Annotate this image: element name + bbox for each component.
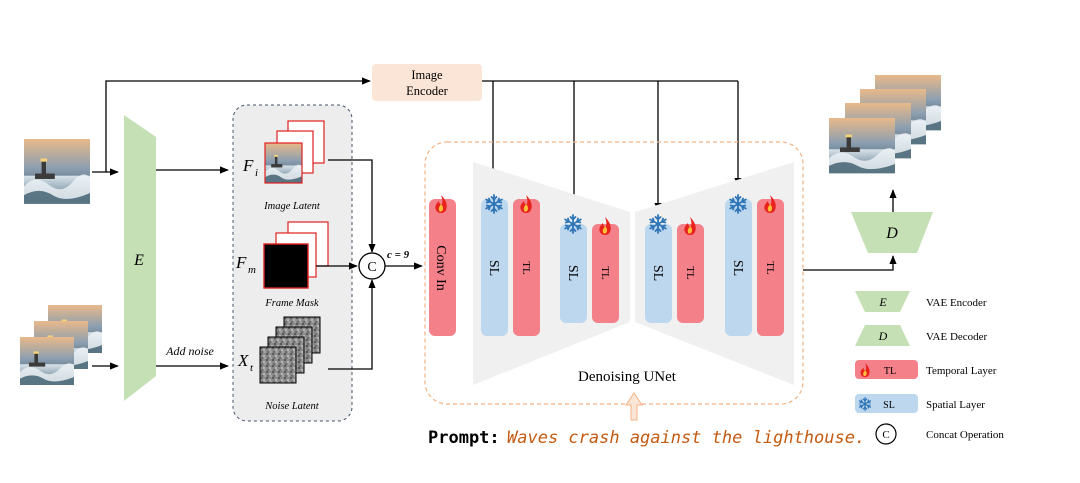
sl-label-1: SL: [486, 260, 501, 276]
temporal-layer-2: [592, 224, 619, 323]
svg-text:C: C: [882, 429, 889, 441]
tl-label-2: TL: [599, 266, 611, 280]
decoder-label: D: [885, 225, 898, 242]
image-encoder-line2: Encoder: [406, 84, 448, 98]
spatial-layer-1: [481, 199, 508, 336]
temporal-layer-1: [513, 199, 540, 336]
vae-encoder: E: [124, 115, 156, 401]
encoder-label: E: [133, 252, 144, 269]
legend: E VAE Encoder D VAE Decoder TL Temporal …: [855, 291, 1004, 445]
unet-dashed-border: [424, 141, 804, 405]
legend-encoder: E VAE Encoder: [855, 291, 987, 312]
frame-mask: F m Frame Mask: [235, 221, 329, 309]
image-encoder-connections: [482, 80, 742, 212]
unet-down-path: [473, 162, 630, 385]
input-video-frames: [20, 305, 102, 385]
latent-to-concat-arrows: [316, 159, 376, 370]
sl-label-4: SL: [730, 260, 745, 276]
noise-caption: Noise Latent: [264, 401, 319, 412]
unet-title: Denoising UNet: [578, 369, 677, 385]
tl-label-3: TL: [684, 266, 696, 280]
tl-label-1: TL: [520, 261, 532, 275]
legend-concat-text: Concat Operation: [926, 429, 1004, 441]
arrow-unet-to-decoder: [803, 255, 897, 271]
temporal-layer-3: [677, 224, 704, 323]
mask-sub: m: [248, 264, 256, 276]
prompt-text: Waves crash against the lighthouse.: [507, 428, 865, 448]
prompt-arrow: [625, 392, 643, 421]
add-noise-label: Add noise: [165, 344, 214, 358]
image-latent-symbol: F: [242, 156, 254, 175]
spatial-layer-2: [560, 224, 587, 323]
svg-text:SL: SL: [883, 400, 895, 411]
temporal-layer-4: [757, 199, 784, 336]
noise-sub: t: [250, 362, 254, 374]
prompt-label: Prompt:: [428, 428, 500, 448]
tl-label-4: TL: [764, 261, 776, 275]
legend-encoder-text: VAE Encoder: [926, 297, 987, 309]
conv-in-layer: [429, 199, 456, 336]
image-latent-caption: Image Latent: [263, 201, 321, 212]
unet-up-path: [635, 162, 794, 385]
concat-node: C c = 9: [358, 249, 410, 280]
spatial-layer-3: [645, 224, 672, 323]
prompt: Prompt: Waves crash against the lighthou…: [428, 428, 865, 448]
image-encoder-line1: Image: [411, 68, 443, 82]
legend-temporal: TL Temporal Layer: [855, 360, 997, 379]
legend-concat: C Concat Operation: [875, 423, 1004, 445]
legend-spatial: SL Spatial Layer: [855, 394, 985, 413]
mask-caption: Frame Mask: [264, 298, 319, 309]
svg-text:E: E: [878, 295, 887, 309]
input-image: [24, 139, 90, 204]
sl-label-3: SL: [650, 265, 665, 281]
image-encoder: Image Encoder: [372, 64, 482, 101]
legend-spatial-text: Spatial Layer: [926, 399, 985, 411]
svg-text:TL: TL: [884, 366, 896, 377]
denoising-unet: Denoising UNet Conv In SL TL SL TL SL TL…: [424, 141, 804, 405]
output-video-frames: [829, 75, 941, 174]
svg-text:D: D: [878, 329, 888, 343]
arrow-image-to-image-encoder: [105, 77, 371, 172]
concat-symbol: C: [367, 260, 376, 275]
noise-symbol: X: [237, 351, 249, 370]
vae-decoder: D: [851, 212, 933, 253]
noise-latent: X t Noise Latent: [237, 316, 321, 412]
mask-symbol: F: [235, 253, 247, 272]
image-latent: F i Image Latent: [242, 120, 325, 212]
legend-decoder-text: VAE Decoder: [926, 331, 988, 343]
channel-note: c = 9: [387, 249, 410, 261]
conv-in-label: Conv In: [433, 245, 448, 291]
legend-temporal-text: Temporal Layer: [926, 365, 997, 377]
sl-label-2: SL: [565, 265, 580, 281]
legend-decoder: D VAE Decoder: [855, 325, 988, 346]
image-latent-sub: i: [255, 167, 258, 179]
spatial-layer-4: [725, 199, 752, 336]
